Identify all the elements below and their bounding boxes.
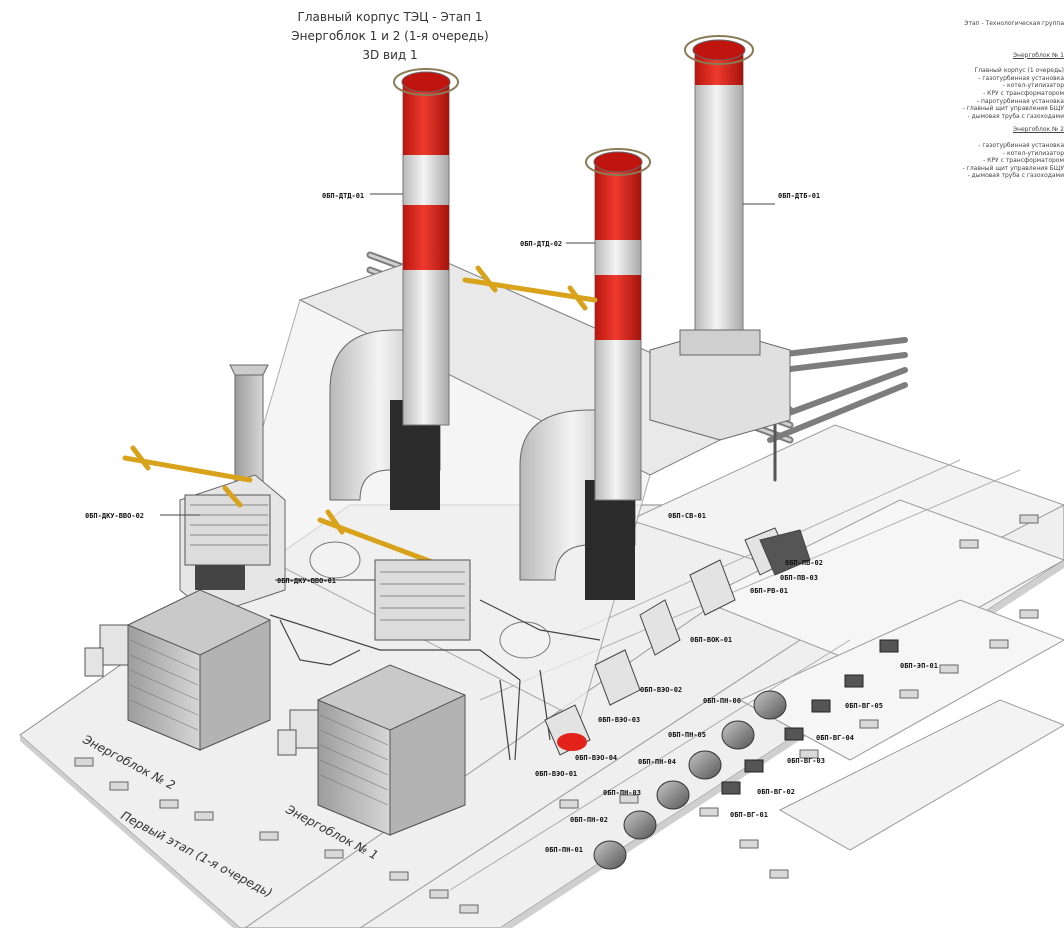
legend-item: - дымовая труба с газоходами [967,172,1064,180]
tag-p4: 0БП-ПН-04 [638,758,676,766]
legend-item: - котел-утилизатор [1002,82,1064,90]
tag-p3: 0БП-ПН-03 [603,789,641,797]
stack-right [649,35,791,441]
drawing-title: Главный корпус ТЭЦ - Этап 1 Энергоблок 1… [255,8,525,65]
tag-e1: 0БП-ВГ-01 [730,811,768,819]
tag-stack-right: 0БП-ДТБ-01 [778,192,820,200]
legend-item: - дымовая труба с газоходами [967,112,1064,120]
tag-e5: 0БП-ВГ-05 [845,702,883,710]
tag-t1: 0БП-СВ-01 [668,512,706,520]
tag-stack-mid: 0БП-ДТД-02 [520,240,562,248]
legend-item: Главный корпус (1 очередь) [974,67,1064,75]
tag-t8: 0БП-ВЭО-04 [575,754,617,762]
legend-section-2: Энергоблок № 2 [1012,126,1064,134]
tag-e2: 0БП-ВГ-02 [757,788,795,796]
legend-item: - газотурбинная установка [978,74,1064,82]
tag-p2: 0БП-ПН-02 [570,816,608,824]
hrsg-unit-2 [160,364,286,616]
tag-t5: 0БП-ВОК-01 [690,636,732,644]
tag-p1: 0БП-ПН-01 [545,846,583,854]
tag-e6: 0БП-ЭП-01 [900,662,938,670]
tag-t9: 0БП-ВЭО-01 [535,770,577,778]
tag-t7: 0БП-ВЭО-03 [598,716,640,724]
gt-enclosure-unit-2 [84,589,271,751]
tag-hrsg-2: 0БП-ДКУ-ВВО-02 [85,512,144,520]
legend-item: - КРУ с трансформатором [983,89,1064,97]
tag-t2: 0БП-ПВ-02 [785,559,823,567]
gantry-cranes [122,265,598,593]
legend-item: - газотурбинная установка [978,141,1064,149]
tag-hrsg-1: 0БП-ДКУ-ВВО-01 [277,577,336,585]
stack-mid [519,148,651,600]
tag-t3: 0БП-ПВ-03 [780,574,818,582]
steel-frames [269,599,601,761]
tag-p6: 0БП-ПН-06 [703,697,741,705]
small-equipment [721,639,899,795]
tag-e4: 0БП-ВГ-04 [816,734,854,742]
hrsg-unit-1 [275,541,551,659]
title-line-2: Энергоблок 1 и 2 (1-я очередь) [291,29,489,43]
legend-panel: Этап - Технологическая группа Энергоблок… [912,20,1064,180]
gt-enclosure-unit-1 [277,664,466,836]
legend-section-1: Энергоблок № 1 [1012,51,1064,59]
foundation-blocks [74,514,1039,914]
tag-labels: 0БП-ДТД-01 0БП-ДТД-02 0БП-ДТБ-01 0БП-ДКУ… [85,192,938,854]
tag-t4: 0БП-РВ-01 [750,587,788,595]
pumps [593,690,787,870]
tag-p5: 0БП-ПН-05 [668,731,706,739]
legend-item: - главный щит управления БЩУ [962,105,1064,113]
legend-item: - паротурбинная установка [976,97,1064,105]
legend-item: - КРУ с трансформатором [983,157,1064,165]
title-line-3: 3D вид 1 [362,48,418,62]
transformers [544,527,811,756]
tag-e3: 0БП-ВГ-03 [787,757,825,765]
ground-platform [19,424,1064,928]
legend-item: - котел-утилизатор [1002,149,1064,157]
alarm-tank [557,733,587,751]
tag-stack-main: 0БП-ДТД-01 [322,192,364,200]
legend-item: - главный щит управления БЩУ [962,164,1064,172]
stack-main [329,68,459,510]
title-line-1: Главный корпус ТЭЦ - Этап 1 [297,10,483,24]
legend-header: Этап - Технологическая группа [964,20,1064,27]
tag-t6: 0БП-ВЭО-02 [640,686,682,694]
